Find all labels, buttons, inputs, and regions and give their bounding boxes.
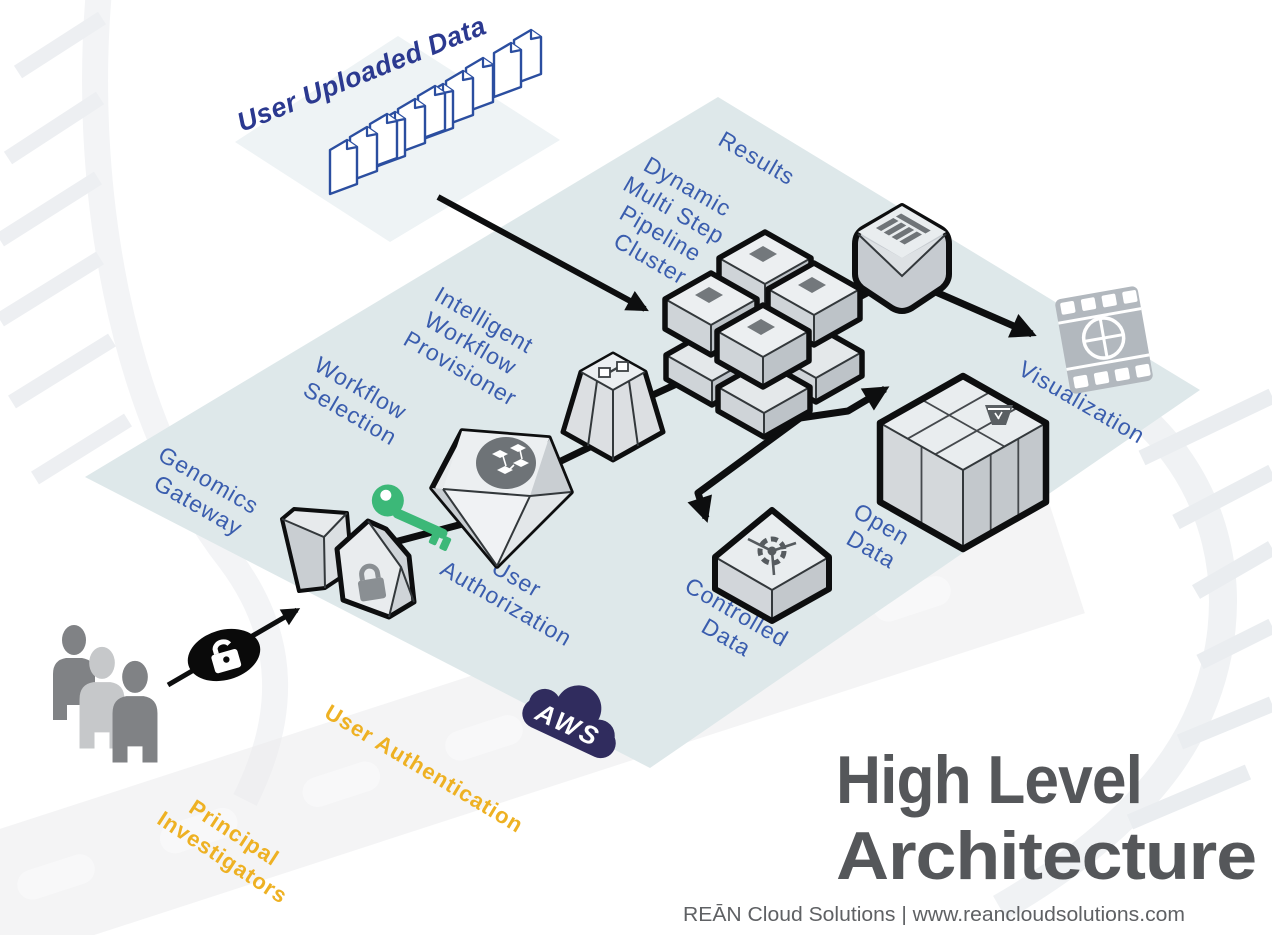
page-title-line1: High Level — [836, 742, 1142, 818]
arrow-upload-to-cluster — [436, 194, 649, 312]
footer-credit: REĀN Cloud Solutions | www.reancloudsolu… — [683, 903, 1185, 926]
workflow-provisioner-icon — [560, 351, 666, 463]
title-block: High Level Architecture REĀN Cloud Solut… — [683, 742, 1257, 926]
dna-helix-right-decoration — [993, 388, 1272, 921]
bucket-glyph — [985, 405, 1013, 425]
page-title-line2: Architecture — [836, 818, 1256, 894]
controlled-data-icon — [712, 507, 832, 624]
principal-investigators-icon — [53, 625, 158, 763]
arrow-results-to-visualization — [920, 282, 1037, 338]
genomics-gateway-icon — [280, 507, 417, 620]
results-icon — [852, 203, 952, 314]
lock-icon — [357, 563, 387, 602]
workflow-glyph — [492, 444, 529, 474]
gateway-house — [334, 518, 417, 620]
open-data-icon — [876, 372, 1050, 553]
authentication-lock-badge-icon — [187, 628, 261, 682]
turbine-glyph — [747, 536, 797, 576]
visualization-film-icon — [1055, 286, 1153, 394]
access-key-icon — [371, 484, 452, 551]
arrow-cluster-to-controlled-data — [687, 415, 803, 523]
user-authorization-icon — [429, 428, 574, 569]
